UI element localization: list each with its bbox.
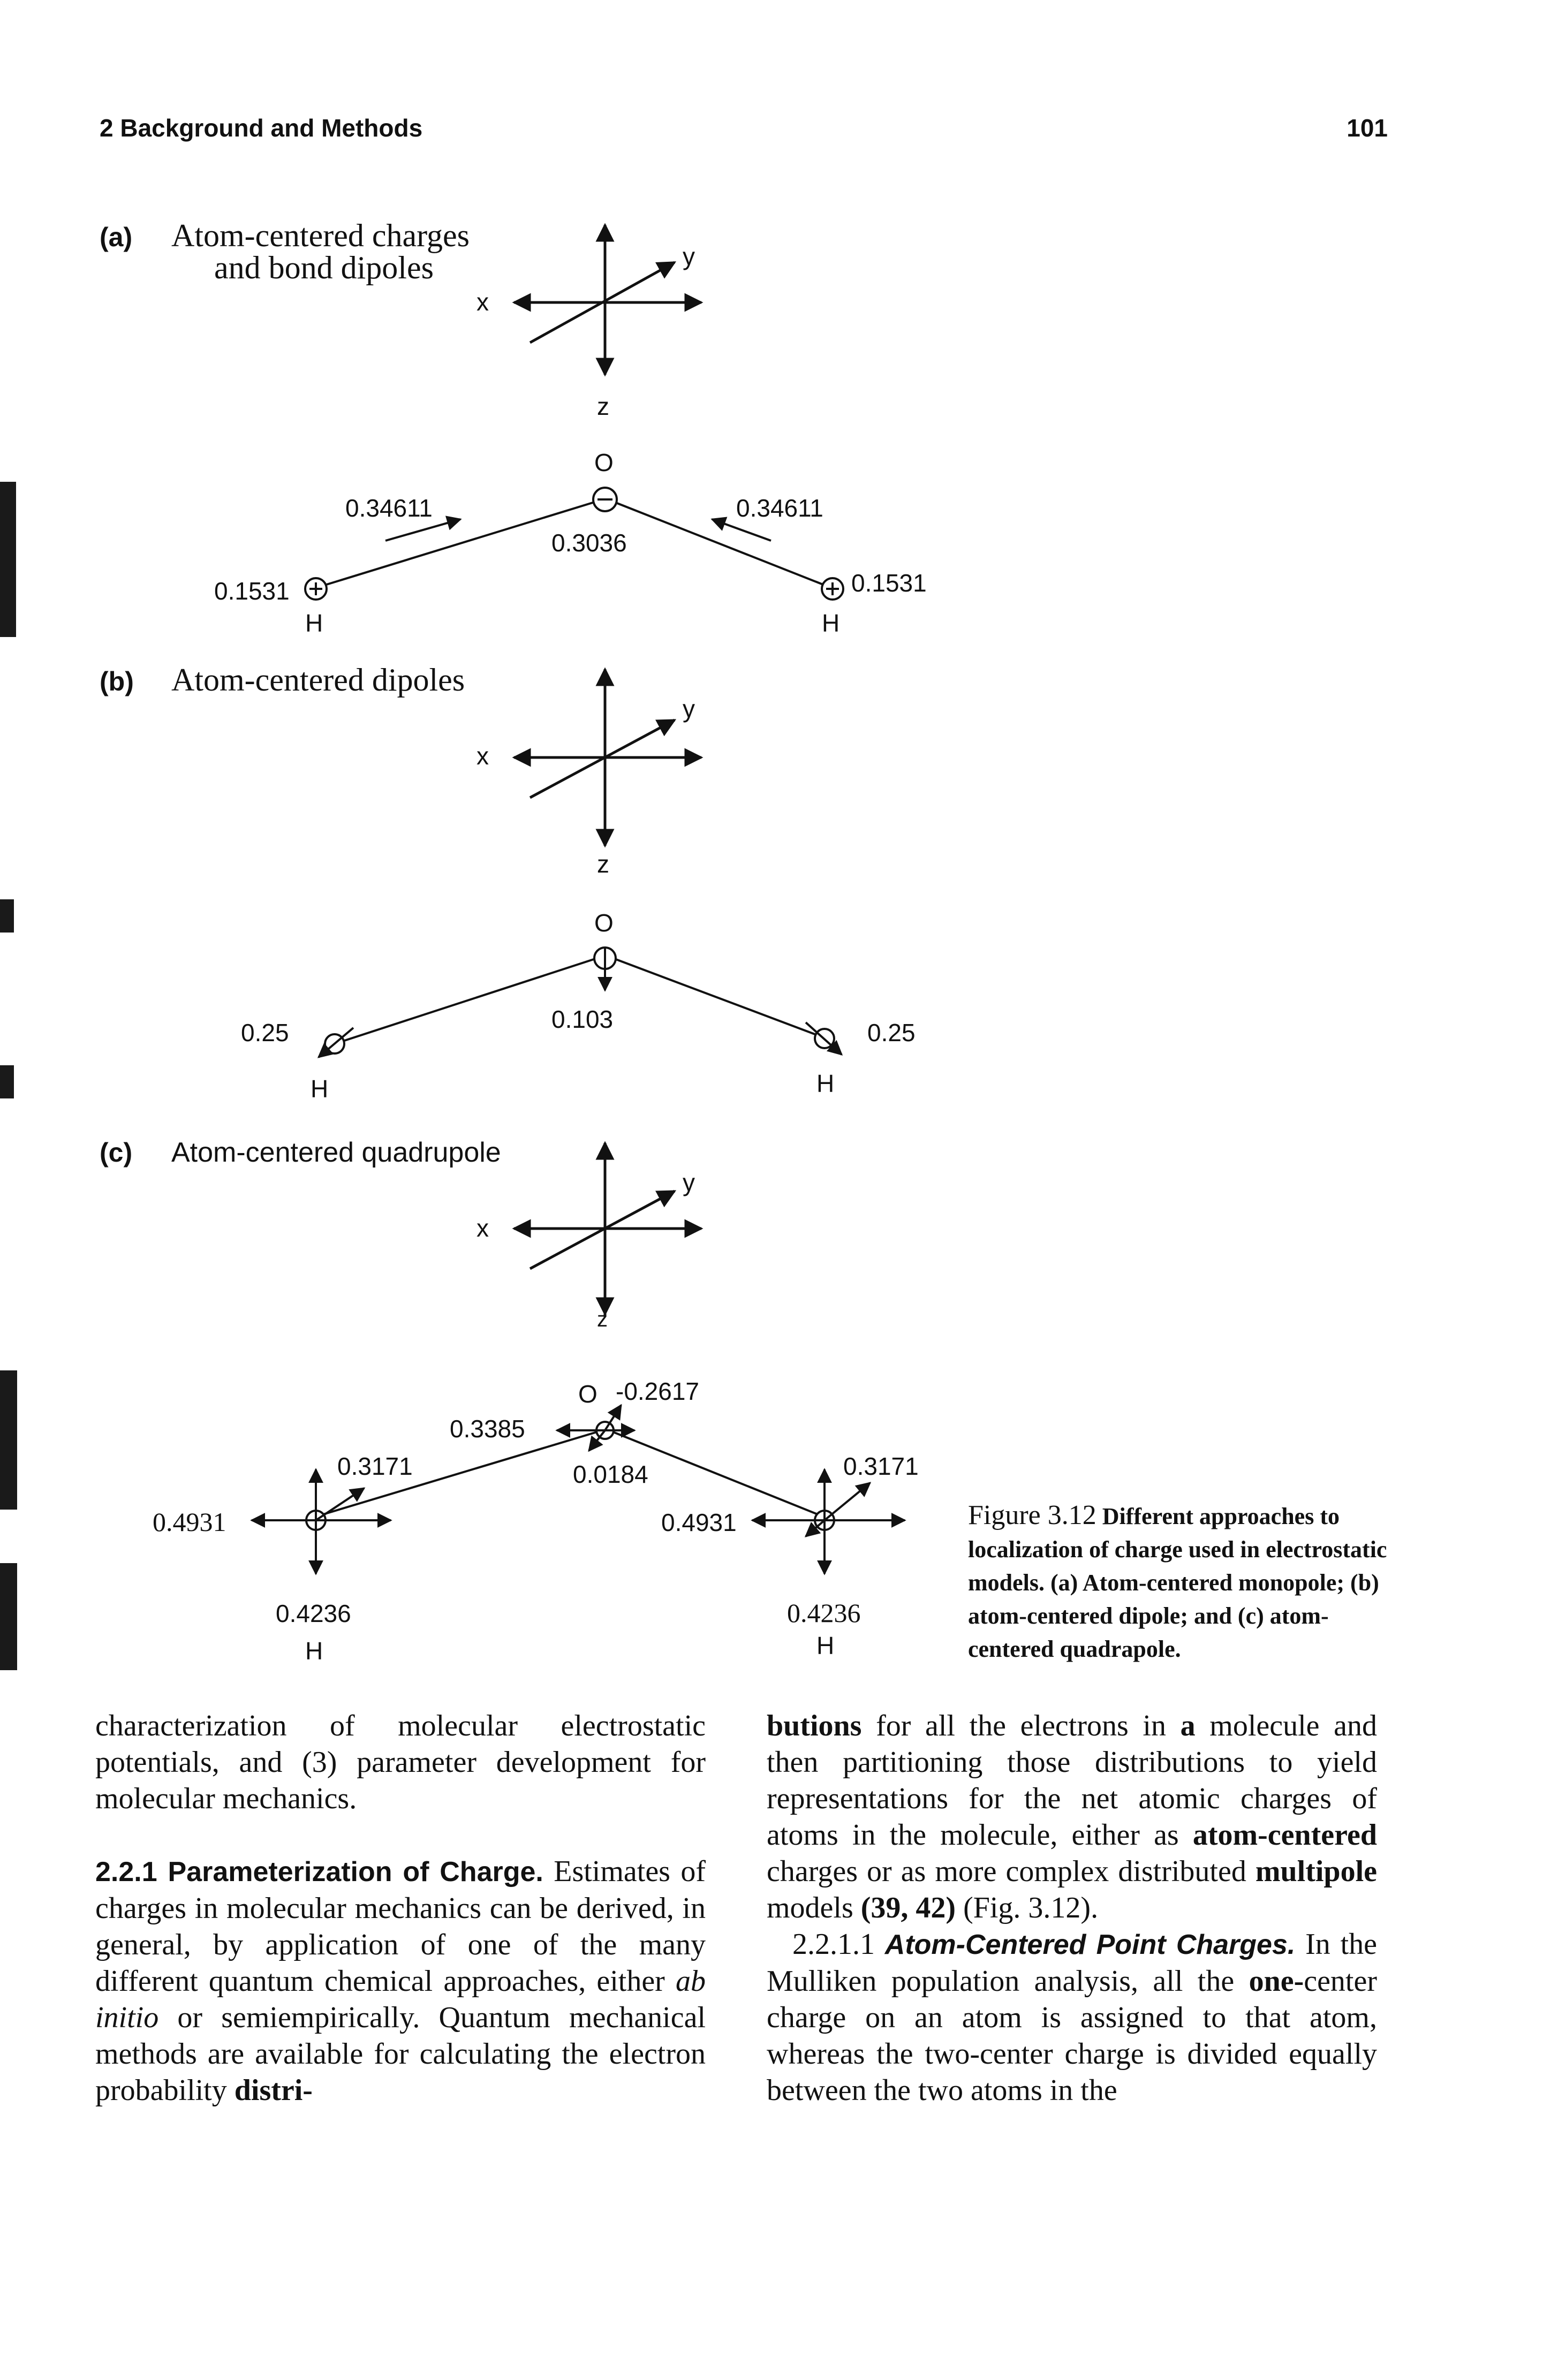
panel-c-label: (c) <box>100 1138 132 1168</box>
paragraph: 2.2.1.1 Atom-Centered Point Charges. In … <box>767 1928 1378 2107</box>
axis-x-label: x <box>476 288 489 316</box>
paragraph: characterization of molecular electrosta… <box>95 1709 706 1815</box>
panel-a-title-line2: and bond dipoles <box>214 250 434 285</box>
text-column-left: characterization of molecular electrosta… <box>95 1708 706 2109</box>
dipole-h-right: 0.25 <box>867 1019 916 1047</box>
scan-margin-mark <box>0 899 14 933</box>
citation: (39, 42) <box>860 1891 956 1924</box>
panel-a-title-line1: Atom-centered charges <box>171 218 470 253</box>
quad-h-left-x: 0.4931 <box>153 1507 226 1537</box>
scan-margin-mark <box>0 482 16 637</box>
subsection-number: 2.2.1.1 <box>792 1928 875 1961</box>
charge-h-right: 0.1531 <box>851 569 927 597</box>
atom-h-right-label: H <box>816 1070 834 1097</box>
axis-y-label: y <box>683 242 695 270</box>
atom-h-right-label: H <box>822 609 839 637</box>
atom-h-right-label: H <box>816 1632 834 1659</box>
charge-h-left: 0.1531 <box>214 577 290 605</box>
atom-o-label: O <box>594 909 614 937</box>
atom-h-left-label: H <box>305 609 323 637</box>
running-header: 2 Background and Methods <box>100 114 423 142</box>
axes-a <box>512 223 704 377</box>
axes-b <box>512 667 704 848</box>
molecule-a <box>304 487 844 601</box>
quad-h-right-z: 0.3171 <box>843 1452 919 1480</box>
molecule-b <box>317 946 843 1058</box>
dipole-h-left: 0.25 <box>241 1019 289 1047</box>
paragraph: 2.2.1 Parameterization of Charge. Estima… <box>95 1855 706 2107</box>
axis-x-label: x <box>476 1214 489 1242</box>
axis-y-label: y <box>683 695 695 723</box>
atom-o-label: O <box>578 1380 597 1408</box>
charge-o: 0.3036 <box>551 529 627 557</box>
quad-o-charge: -0.2617 <box>616 1377 699 1405</box>
emphasis: ab initio <box>95 1965 706 2034</box>
atom-h-left-label: H <box>311 1075 328 1103</box>
quad-h-right-y: 0.4236 <box>787 1598 861 1628</box>
quad-h-right-x: 0.4931 <box>661 1509 737 1536</box>
axis-z-label: z <box>597 850 609 878</box>
axis-z-label: z <box>597 1308 608 1331</box>
axis-x-label: x <box>476 742 489 770</box>
text-column-right: butions for all the electrons in a molec… <box>767 1708 1377 2109</box>
figure-caption-label: Figure 3.12 <box>968 1500 1096 1530</box>
bond-dipole-right: 0.34611 <box>736 494 823 522</box>
scan-margin-mark <box>0 1370 17 1510</box>
panel-b-label: (b) <box>100 666 134 696</box>
quad-o-upper: 0.3385 <box>450 1415 525 1443</box>
axis-y-label: y <box>683 1169 695 1196</box>
panel-a-label: (a) <box>100 222 132 252</box>
panel-c-title: Atom-centered quadrupole <box>171 1137 501 1168</box>
molecule-c <box>250 1404 906 1575</box>
atom-o-label: O <box>594 449 614 476</box>
figure-caption: Figure 3.12 Different approaches to loca… <box>968 1499 1407 1666</box>
paragraph: butions for all the electrons in a molec… <box>767 1709 1377 1924</box>
bond-dipole-left: 0.34611 <box>345 494 433 522</box>
atom-h-left-label: H <box>305 1637 323 1665</box>
quad-h-left-z: 0.3171 <box>337 1452 413 1480</box>
page-number: 101 <box>1347 114 1388 142</box>
figure-3-12: (a) Atom-centered charges and bond dipol… <box>100 218 927 1665</box>
bold-term: distri- <box>234 2074 313 2107</box>
quad-h-left-y: 0.4236 <box>276 1600 351 1627</box>
axes-c <box>512 1141 704 1317</box>
subsection-heading: Atom-Centered Point Charges. <box>884 1929 1296 1960</box>
quad-o-lower: 0.0184 <box>573 1460 648 1488</box>
figure-caption-text: Different approaches to localization of … <box>968 1503 1387 1662</box>
section-heading: 2.2.1 Parameterization of Charge. <box>95 1856 543 1888</box>
scan-margin-mark <box>0 1563 17 1670</box>
dipole-o: 0.103 <box>551 1005 613 1033</box>
panel-b-title: Atom-centered dipoles <box>171 662 465 698</box>
scan-margin-mark <box>0 1065 14 1098</box>
axis-z-label: z <box>597 392 609 420</box>
